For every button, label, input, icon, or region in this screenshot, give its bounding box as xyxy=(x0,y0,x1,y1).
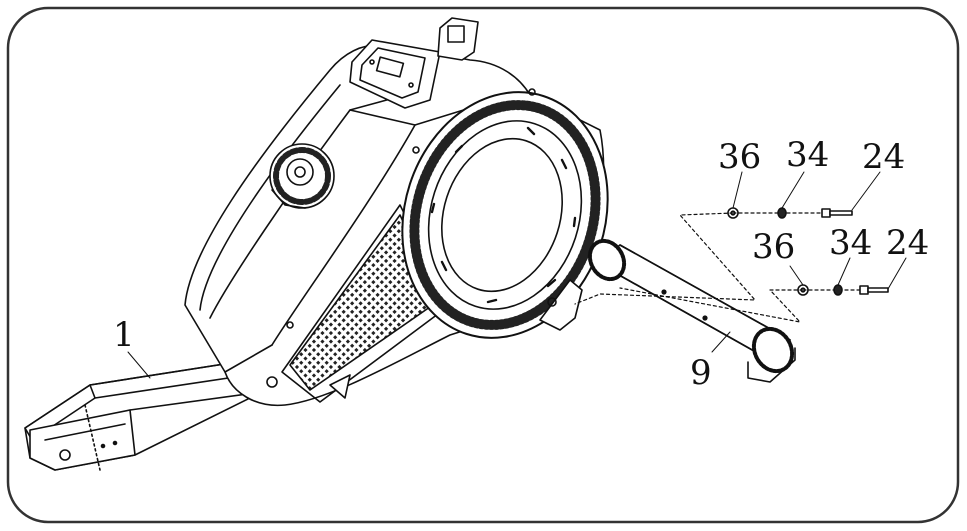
callout-lower-36: 36 xyxy=(752,227,796,267)
bolt-24-lower xyxy=(859,285,889,295)
upper-hardware xyxy=(727,171,881,219)
rear-end-cap-left xyxy=(587,238,627,282)
callout-upper-24: 24 xyxy=(862,137,906,177)
rear-stabilizer-tube xyxy=(587,238,796,383)
spring-washer-34-lower xyxy=(833,284,843,296)
callout-lower-24: 24 xyxy=(886,223,930,263)
callout-part-1: 1 xyxy=(113,315,135,355)
callout-upper-36: 36 xyxy=(718,137,762,177)
leader-line-part-9 xyxy=(711,331,731,353)
lower-hardware xyxy=(789,257,907,296)
callout-part-9: 9 xyxy=(690,353,712,393)
tension-knob xyxy=(269,143,335,209)
flywheel-ring xyxy=(401,88,609,339)
rear-bracket xyxy=(329,279,583,399)
callout-lower-34: 34 xyxy=(829,223,873,263)
callout-upper-34: 34 xyxy=(786,135,830,175)
bolt-24-upper xyxy=(821,208,853,218)
spring-washer-34-upper xyxy=(777,207,787,219)
diagram-frame xyxy=(6,6,960,524)
rear-end-cap-right xyxy=(747,326,796,383)
leader-line-part-1 xyxy=(127,351,151,379)
